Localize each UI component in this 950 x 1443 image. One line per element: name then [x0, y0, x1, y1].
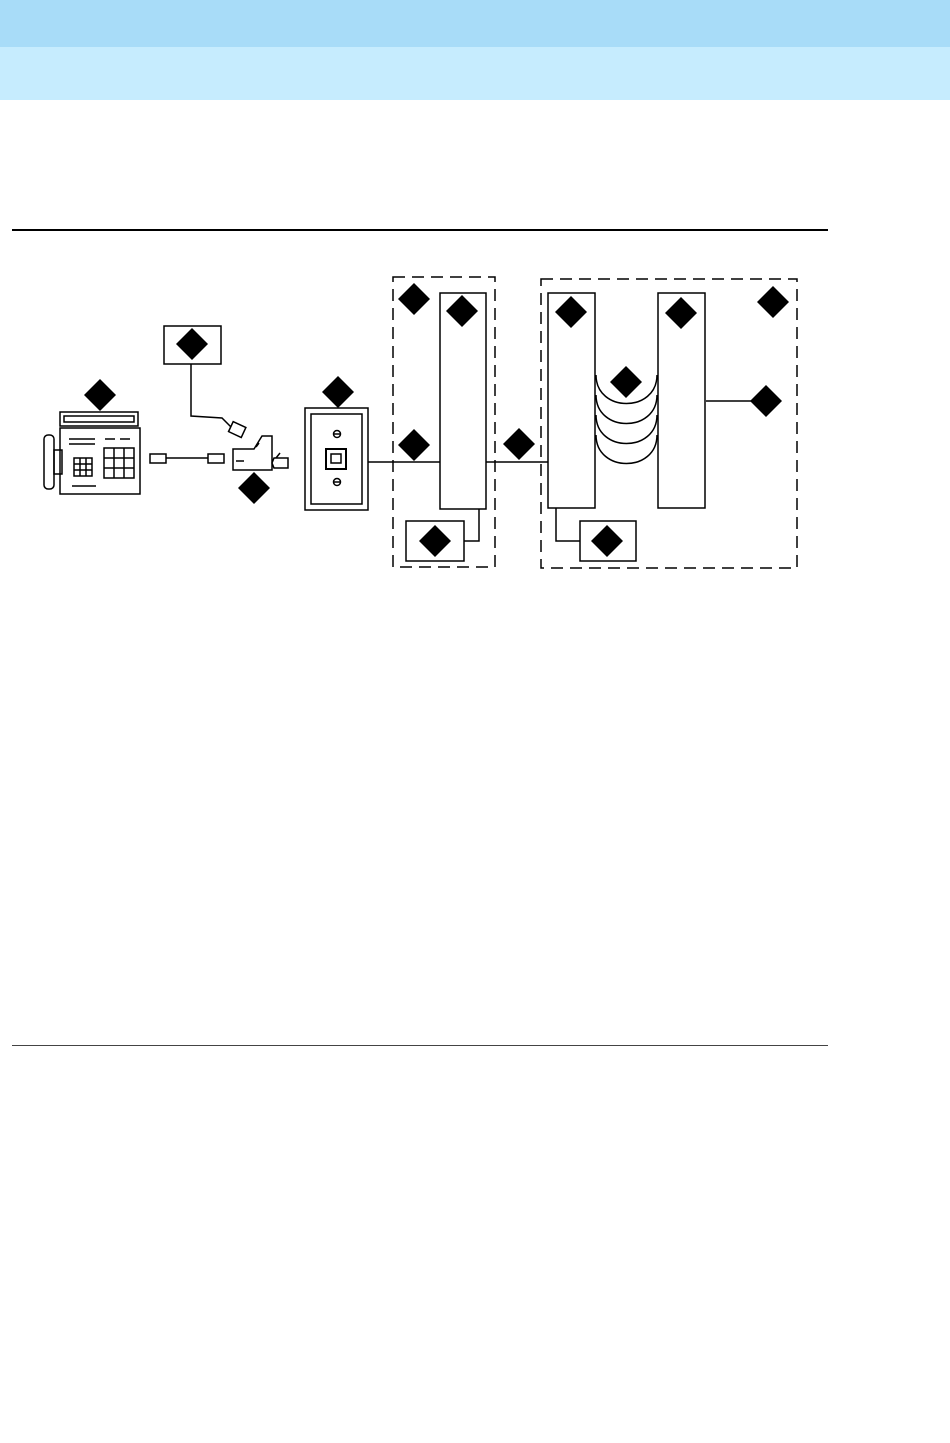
line-cord	[150, 454, 224, 463]
wall-jack-icon	[305, 408, 368, 510]
figure-top-rule	[12, 229, 828, 231]
fax-terminal-icon	[44, 412, 140, 494]
equipment-room	[541, 279, 797, 568]
callout-marker-icon	[757, 286, 789, 318]
callout-marker-icon	[503, 428, 535, 460]
callout-marker-icon	[750, 385, 782, 417]
figure-bottom-rule	[12, 1045, 828, 1046]
connectivity-diagram	[0, 240, 950, 600]
callout-marker-icon	[610, 366, 642, 398]
callout-marker-icon	[322, 376, 354, 408]
callout-marker-icon	[238, 472, 270, 504]
callout-marker-icon	[398, 283, 430, 315]
callout-marker-icon	[84, 379, 116, 411]
adapter-icon	[233, 436, 288, 470]
callout-marker-icon	[398, 429, 430, 461]
header-band-bottom	[0, 47, 950, 100]
header-band-top	[0, 0, 950, 47]
